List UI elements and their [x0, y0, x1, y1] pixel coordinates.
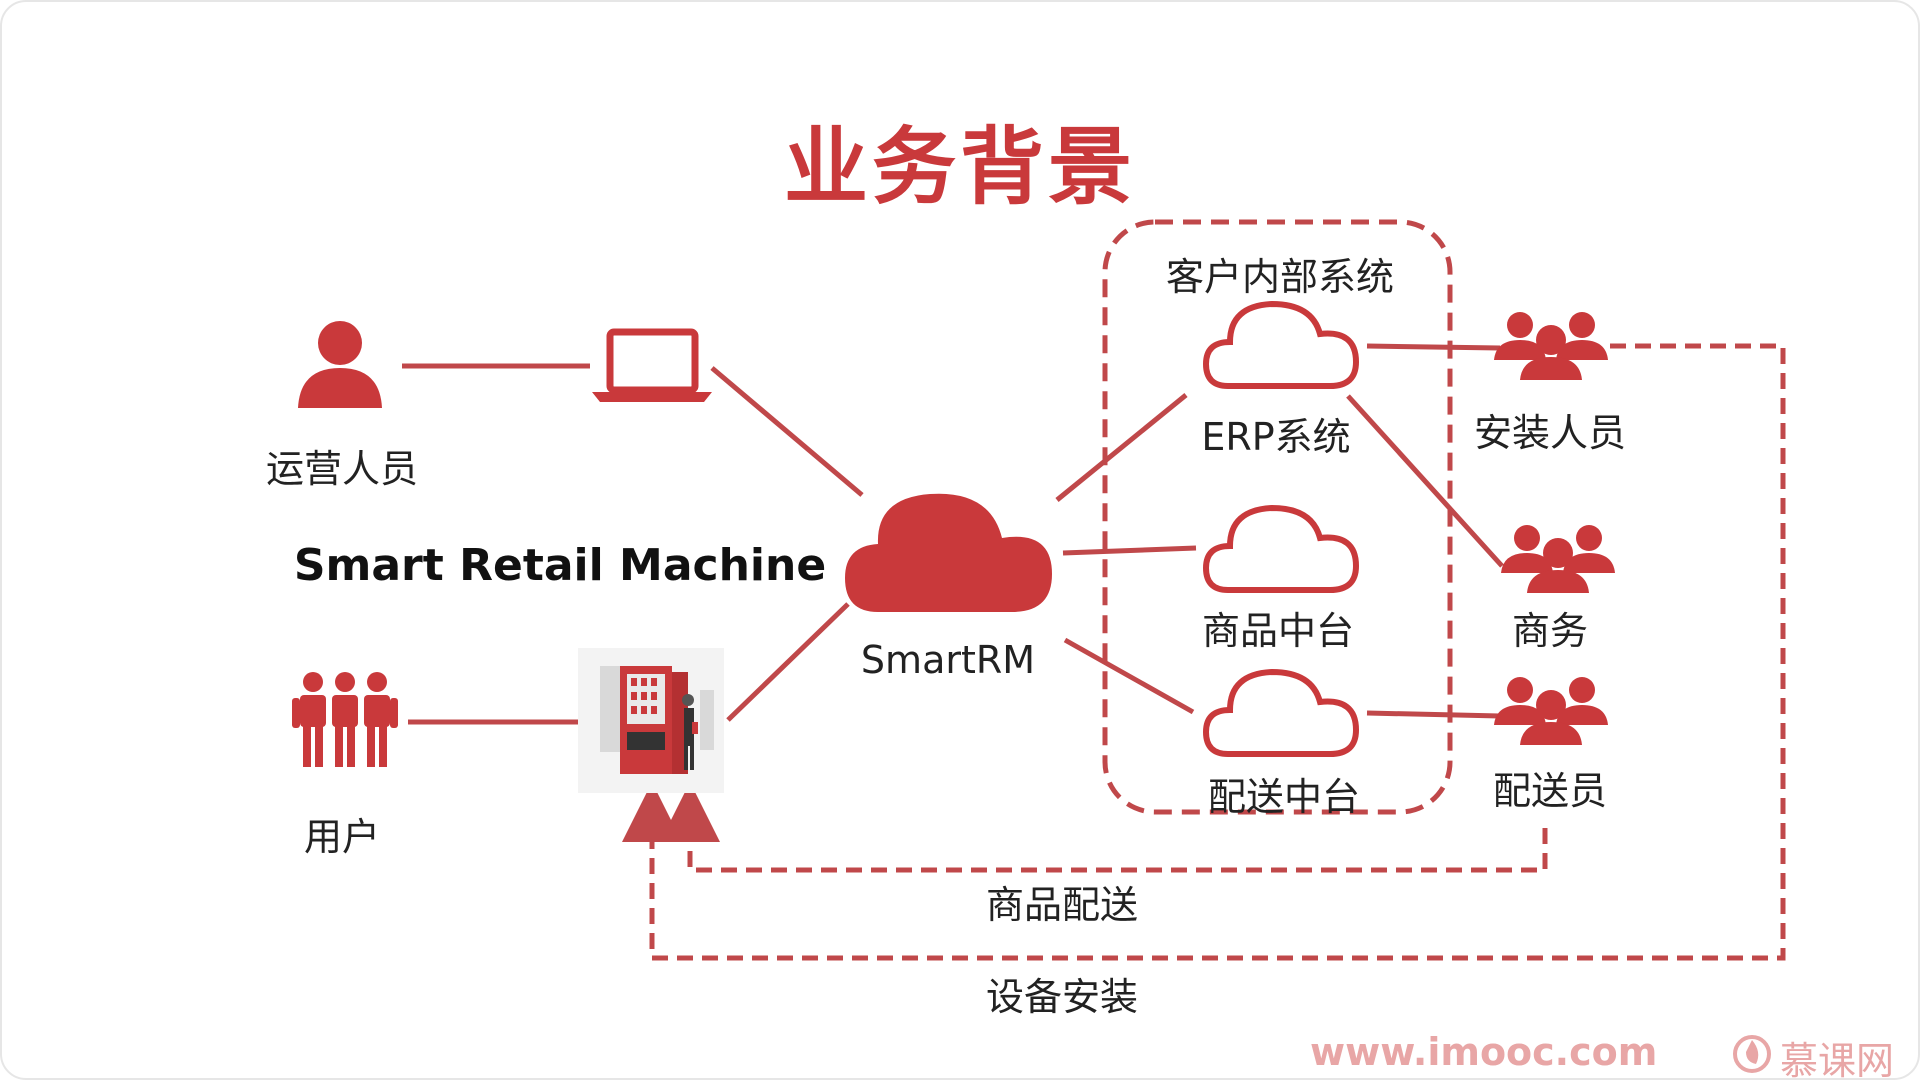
line-smartrm-erp — [1055, 393, 1188, 502]
line-machine-smartrm — [726, 602, 850, 722]
system-group-box — [1102, 219, 1453, 815]
installer-group-icon — [1494, 312, 1608, 380]
line-erp-business — [1346, 394, 1504, 568]
flow-device-install — [622, 343, 1786, 961]
line-smartrm-delivery — [1063, 637, 1195, 715]
subtitle: Smart Retail Machine — [293, 540, 827, 591]
line-smartrm-goods — [1062, 545, 1197, 556]
imooc-logo-icon — [1733, 1035, 1771, 1073]
courier-group-icon — [1494, 677, 1608, 745]
laptop-icon — [592, 328, 712, 402]
connectors — [402, 343, 1504, 725]
users-group-icon — [292, 672, 398, 767]
dashed-flows — [622, 343, 1786, 961]
line-erp-installer — [1366, 343, 1501, 351]
erp-label: ERP系统 — [1201, 415, 1351, 459]
watermark-brand: 慕课网 — [1780, 1039, 1895, 1083]
page-title: 业务背景 — [783, 118, 1137, 216]
goods-delivery-label: 商品配送 — [985, 883, 1139, 927]
system-group-title: 客户内部系统 — [1165, 255, 1395, 299]
courier-label: 配送员 — [1492, 769, 1608, 813]
flow-goods-delivery — [660, 782, 1548, 873]
device-install-label: 设备安装 — [985, 975, 1139, 1019]
installer-label: 安装人员 — [1473, 411, 1627, 455]
goods-cloud-icon — [1202, 504, 1360, 593]
operator-label: 运营人员 — [265, 447, 419, 491]
business-label: 商务 — [1511, 609, 1589, 653]
vending-machine-image — [578, 648, 724, 793]
user-label: 用户 — [303, 815, 381, 859]
delivery-platform-label: 配送中台 — [1207, 775, 1361, 819]
person-icon — [298, 321, 382, 408]
smartrm-cloud-icon — [845, 493, 1052, 612]
line-delivery-courier — [1366, 710, 1501, 719]
smartrm-label: SmartRM — [860, 638, 1036, 682]
watermark-url: www.imooc.com — [1310, 1030, 1658, 1074]
business-group-icon — [1501, 525, 1615, 593]
erp-cloud-icon — [1202, 300, 1360, 389]
line-laptop-smartrm — [710, 366, 864, 497]
goods-platform-label: 商品中台 — [1201, 609, 1355, 653]
delivery-cloud-icon — [1202, 668, 1360, 757]
